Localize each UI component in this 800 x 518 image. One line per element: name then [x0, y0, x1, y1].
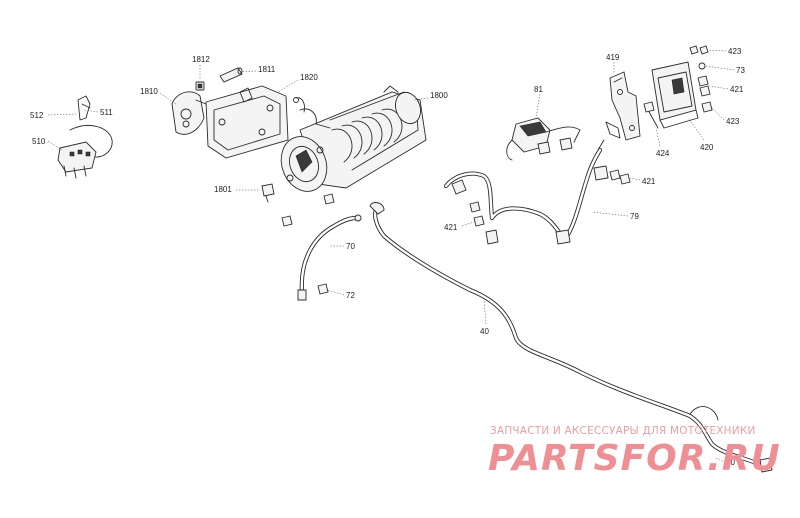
callout-424: 424 [656, 149, 670, 158]
callout-512: 512 [30, 111, 44, 120]
bracket-419 [605, 71, 641, 141]
callout-1810: 1810 [140, 87, 158, 96]
callout-40-upper: 40 [480, 327, 489, 336]
solenoid-bracket-1810 [171, 91, 211, 135]
cable-70 [297, 214, 362, 301]
callout-510: 510 [32, 137, 46, 146]
callout-79: 79 [630, 212, 639, 221]
module-420 [651, 61, 699, 129]
watermark-logo: PARTSFOR.RU [488, 438, 781, 479]
relay-81 [506, 117, 581, 161]
callout-81: 81 [534, 85, 543, 94]
callout-423-bottom: 423 [726, 117, 740, 126]
callout-72: 72 [346, 291, 355, 300]
mounting-plate-1820 [205, 85, 305, 159]
callout-423-top: 423 [728, 47, 742, 56]
callout-73: 73 [736, 66, 745, 75]
callout-421-right: 421 [730, 85, 744, 94]
terminal-1812 [195, 81, 205, 91]
connector-assembly-510 [57, 95, 113, 179]
callout-1820: 1820 [300, 73, 318, 82]
bolt [281, 193, 335, 227]
callout-421-left: 421 [444, 223, 458, 232]
callout-1811: 1811 [258, 65, 276, 74]
callout-40-lower: 40 [726, 458, 735, 467]
callout-420: 420 [700, 143, 714, 152]
callout-70: 70 [346, 242, 355, 251]
nut-421 [469, 201, 485, 227]
cable-40 [369, 202, 773, 473]
watermark: ЗАПЧАСТИ И АКСЕССУАРЫ ДЛЯ МОТОТЕХНИКИ PA… [488, 425, 781, 479]
cable-79 [443, 139, 609, 245]
callout-1800: 1800 [430, 91, 448, 100]
watermark-tagline: ЗАПЧАСТИ И АКСЕССУАРЫ ДЛЯ МОТОТЕХНИКИ [490, 425, 756, 437]
nut-72 [317, 283, 329, 295]
starter-motor-1800 [280, 85, 427, 192]
bolt-424 [643, 101, 659, 129]
callout-511: 511 [100, 108, 113, 117]
callout-1801: 1801 [214, 185, 232, 194]
callout-419: 419 [606, 53, 620, 62]
bolt-1801 [261, 183, 275, 203]
sleeve-1811 [219, 67, 243, 83]
hardware-423-73-421 [689, 45, 713, 113]
callout-421-middle: 421 [642, 177, 656, 186]
nut-421-middle [609, 169, 631, 185]
callout-1812: 1812 [192, 55, 210, 64]
